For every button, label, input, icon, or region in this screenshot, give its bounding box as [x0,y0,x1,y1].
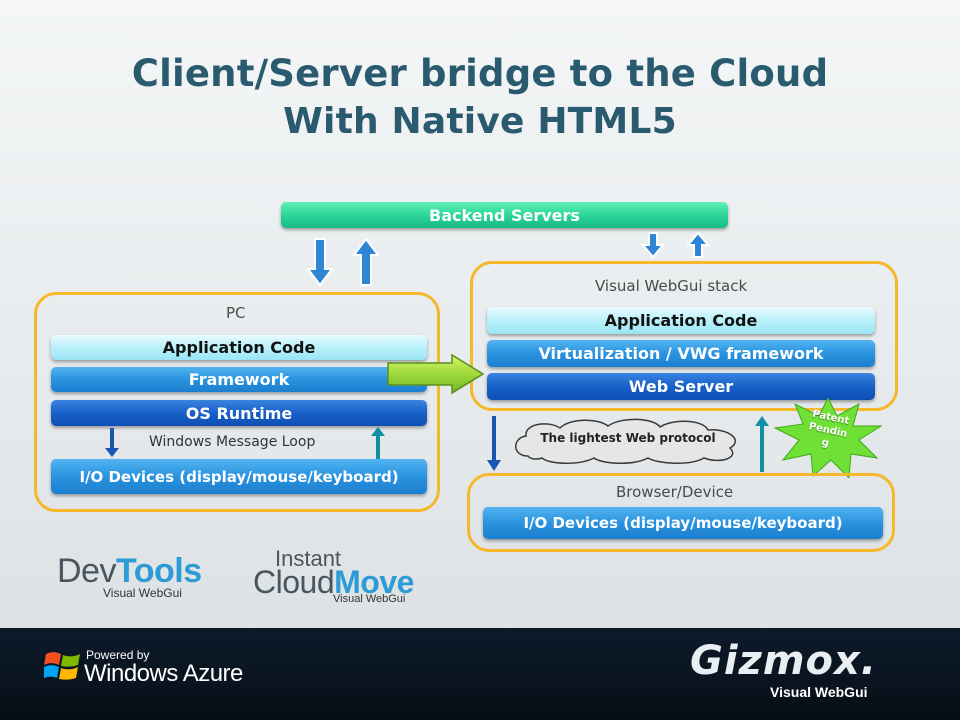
browser-io-devices-bar: I/O Devices (display/mouse/keyboard) [483,507,883,539]
browser-device-label: Browser/Device [616,483,734,501]
footer-bar [0,628,960,720]
instant-text: Instant [275,546,342,571]
gizmox-sub-text: Visual WebGui [770,684,868,700]
vwg-stack-label: Visual WebGui stack [595,277,748,295]
devtools-sub-text: Visual WebGui [103,586,182,600]
page-subtitle: With Native HTML5 [283,101,677,142]
move-text: Move [334,564,414,600]
pc-application-code-label: Application Code [162,338,316,357]
cloud-icon [515,418,737,464]
right-arrow-icon [387,353,485,395]
star-badge-icon [773,398,883,478]
up-arrow-icon [352,237,380,286]
up-arrow-icon [755,416,769,472]
vwg-application-code-label: Application Code [604,311,758,330]
devtools-dev-text: Dev [57,552,116,590]
down-arrow-icon [105,428,119,457]
vwg-web-server-bar: Web Server [487,373,875,400]
vwg-virtualization-bar: Virtualization / VWG framework [487,340,875,367]
down-arrow-icon [487,416,501,471]
windows-message-loop-label: Windows Message Loop [149,434,316,450]
browser-io-devices-label: I/O Devices (display/mouse/keyboard) [523,514,843,532]
windows-azure-text: Windows Azure [84,660,243,687]
down-arrow-icon [641,232,665,258]
vwg-application-code-bar: Application Code [487,307,875,334]
cloud-text: Cloud [253,564,335,600]
page-title: Client/Server bridge to the Cloud [131,52,829,95]
down-arrow-icon [306,238,334,287]
devtools-logo: DevTools Visual WebGui [57,552,217,602]
vwg-web-server-label: Web Server [628,377,734,396]
vwg-stack-container [470,261,898,411]
pc-framework-bar: Framework [51,367,427,392]
pc-os-runtime-bar: OS Runtime [51,400,427,426]
up-arrow-icon [686,232,710,258]
gizmox-logo-text: Gizmox. [690,638,877,684]
devtools-tools-text: Tools [115,552,202,590]
pc-framework-label: Framework [188,370,290,389]
pc-container [34,292,440,512]
powered-by-text: Powered by [86,648,150,662]
pc-io-devices-label: I/O Devices (display/mouse/keyboard) [79,467,399,486]
vwg-virtualization-label: Virtualization / VWG framework [538,344,824,363]
cloudmove-sub-text: Visual WebGui [333,593,406,605]
backend-servers-bar: Backend Servers [281,202,728,228]
protocol-label: The lightest Web protocol [540,431,716,445]
windows-flag-icon [44,652,80,680]
up-arrow-icon [371,427,385,459]
backend-servers-label: Backend Servers [429,205,580,225]
cloudmove-logo: Instant CloudMove Visual WebGui [253,546,433,606]
pc-io-devices-bar: I/O Devices (display/mouse/keyboard) [51,459,427,494]
pc-label: PC [226,304,246,322]
browser-device-container [467,473,895,552]
pc-os-runtime-label: OS Runtime [185,403,293,423]
pc-application-code-bar: Application Code [51,335,427,360]
